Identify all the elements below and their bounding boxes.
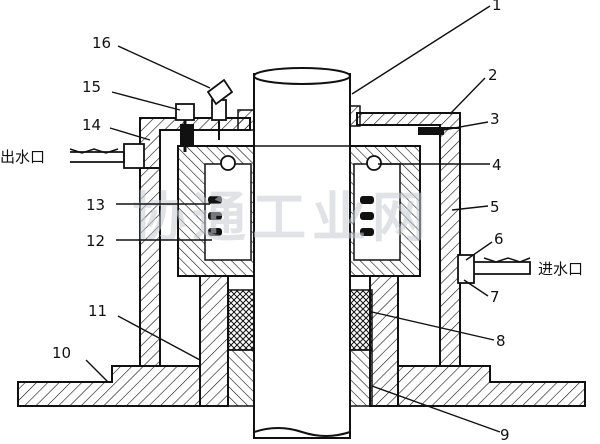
- lower-sleeve: [199, 275, 399, 407]
- leader-lines: [85, 5, 501, 433]
- bolt-15: [175, 103, 195, 152]
- outer-housing: [139, 112, 461, 367]
- label-10: 10: [52, 344, 71, 362]
- label-9: 9: [500, 426, 510, 444]
- collar: [237, 109, 255, 131]
- label-13: 13: [86, 196, 105, 214]
- label-16: 16: [92, 34, 111, 52]
- label-14: 14: [82, 116, 101, 134]
- shaft: [253, 67, 351, 439]
- inlet-label: 进水口: [538, 260, 583, 278]
- seal-rings: [208, 196, 374, 236]
- bearings: [220, 155, 382, 171]
- label-8: 8: [496, 332, 506, 350]
- label-7: 7: [490, 288, 500, 306]
- label-6: 6: [494, 230, 504, 248]
- gasket-14: [180, 124, 194, 146]
- grease-cup-16: [206, 78, 234, 140]
- gasket-3: [418, 127, 444, 135]
- outlet-fitting: [69, 143, 145, 169]
- label-12: 12: [86, 232, 105, 250]
- label-2: 2: [488, 66, 498, 84]
- label-11: 11: [88, 302, 107, 320]
- outlet-label: 出水口: [0, 148, 45, 166]
- label-15: 15: [82, 78, 101, 96]
- inlet-fitting: [457, 254, 531, 284]
- label-1: 1: [492, 0, 502, 14]
- label-5: 5: [490, 198, 500, 216]
- label-3: 3: [490, 110, 500, 128]
- collar-right: [349, 105, 361, 127]
- label-4: 4: [492, 156, 502, 174]
- watermark: 协通工业网: [132, 186, 432, 249]
